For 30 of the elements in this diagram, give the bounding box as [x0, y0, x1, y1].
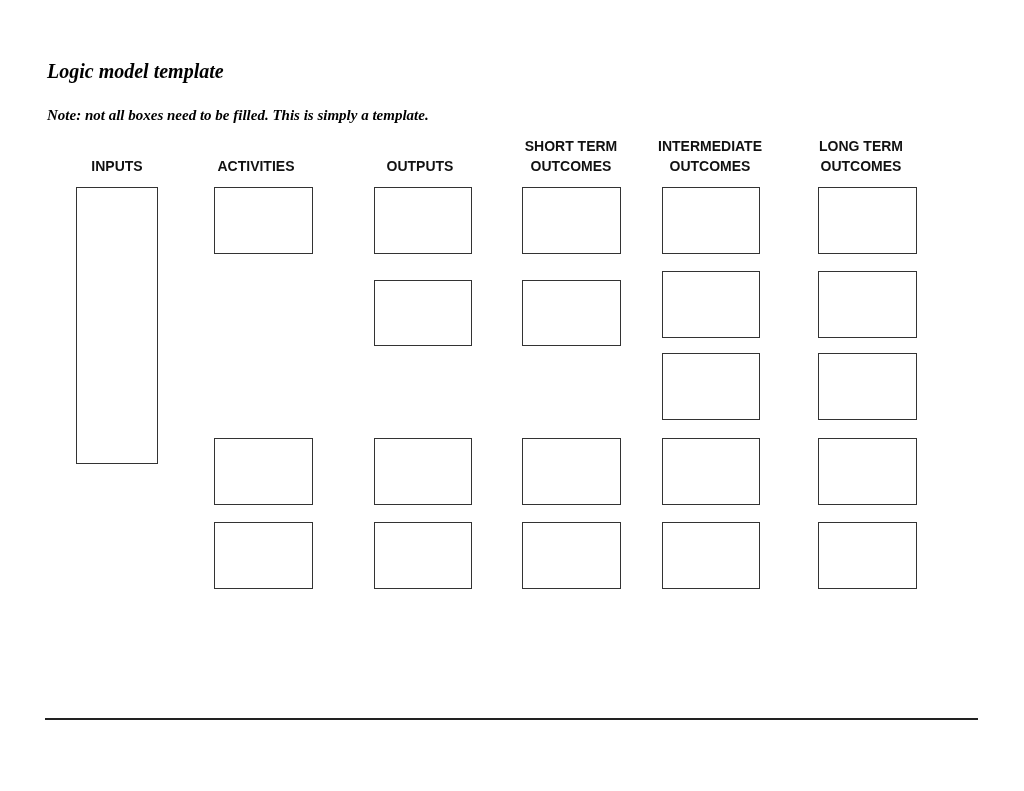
empty-box	[374, 187, 472, 254]
empty-box	[818, 438, 917, 505]
empty-box	[214, 522, 313, 589]
empty-box	[662, 271, 760, 338]
title: Logic model template	[47, 60, 224, 83]
empty-box	[662, 438, 760, 505]
empty-box	[662, 353, 760, 420]
empty-box	[214, 187, 313, 254]
empty-box	[522, 187, 621, 254]
empty-box	[374, 522, 472, 589]
empty-box	[662, 187, 760, 254]
empty-box	[818, 522, 917, 589]
note-text: Note: not all boxes need to be filled. This is simply a template.	[47, 107, 429, 124]
empty-box	[214, 438, 313, 505]
column-heading: LONG TERM OUTCOMES	[818, 137, 904, 176]
empty-box	[76, 187, 158, 464]
empty-box	[818, 187, 917, 254]
empty-box	[818, 353, 917, 420]
column-heading: ACTIVITIES	[216, 157, 296, 176]
column-heading: OUTPUTS	[385, 157, 455, 176]
empty-box	[374, 280, 472, 346]
empty-box	[818, 271, 917, 338]
empty-box	[522, 438, 621, 505]
column-heading: INTERMEDIATE OUTCOMES	[657, 137, 763, 176]
empty-box	[522, 280, 621, 346]
empty-box	[522, 522, 621, 589]
column-heading: SHORT TERM OUTCOMES	[523, 137, 619, 176]
empty-box	[662, 522, 760, 589]
column-heading: INPUTS	[90, 157, 144, 176]
empty-box	[374, 438, 472, 505]
